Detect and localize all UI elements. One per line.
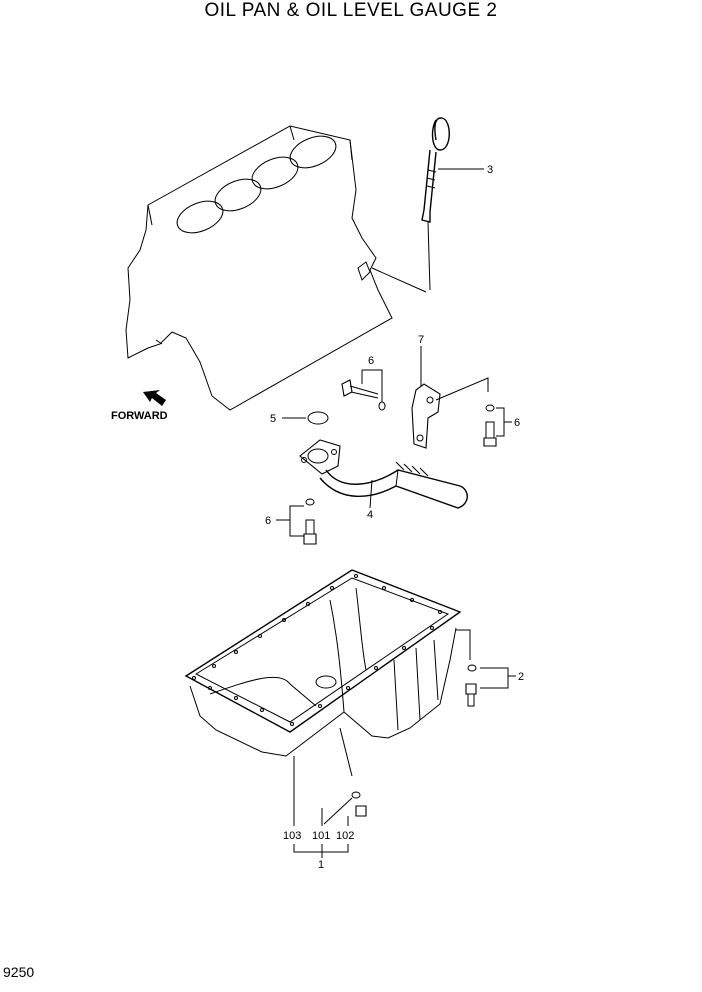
bolt-upper-left (341, 379, 386, 411)
callout-1: 1 (318, 859, 324, 871)
oil-suction-pipe (299, 439, 468, 509)
callout-7: 7 (418, 334, 424, 346)
pipe-bracket (411, 383, 441, 449)
engine-block (125, 125, 393, 411)
callout-6-upper-left: 6 (368, 355, 374, 367)
callout-102: 102 (336, 830, 354, 842)
page-code: 9250 (3, 964, 35, 980)
callout-5: 5 (270, 413, 276, 425)
forward-arrow-icon (143, 390, 166, 406)
bolt-lower-left (303, 498, 317, 545)
page-title: OIL PAN & OIL LEVEL GAUGE 2 (204, 0, 498, 21)
pan-bolt (456, 629, 477, 707)
callout-101: 101 (312, 830, 330, 842)
forward-label: FORWARD (111, 410, 168, 422)
callout-103: 103 (283, 830, 301, 842)
bolt-right (483, 404, 497, 447)
callout-2: 2 (518, 671, 524, 683)
drain-plug (323, 727, 367, 825)
callout-3: 3 (487, 164, 493, 176)
callout-4: 4 (367, 509, 373, 521)
oil-pan (184, 569, 462, 757)
o-ring (307, 411, 329, 425)
callout-6-lower-left: 6 (265, 515, 271, 527)
callout-6-right: 6 (514, 417, 520, 429)
oil-level-gauge (371, 117, 450, 293)
